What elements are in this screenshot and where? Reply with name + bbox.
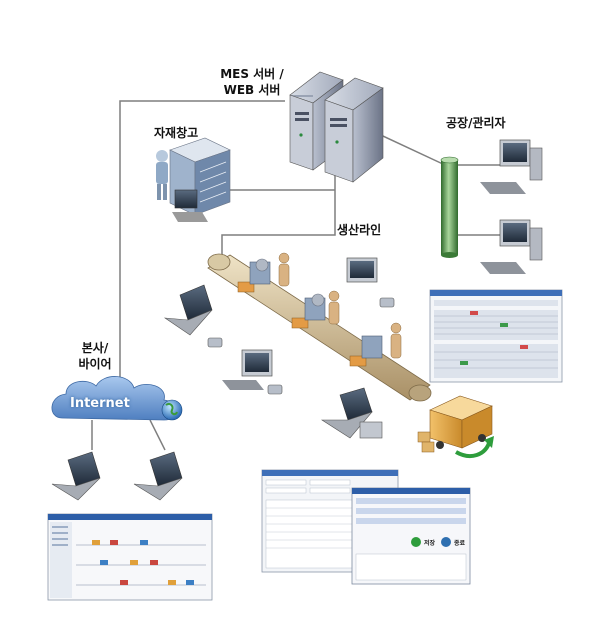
server-tower-icon <box>324 77 384 183</box>
worker-figure-icon <box>278 252 402 359</box>
desktop-pc-icon <box>346 257 378 283</box>
pipe-backbone <box>440 156 459 258</box>
laptop-icon <box>320 387 383 439</box>
desktop-pc-icon <box>172 189 208 222</box>
laptop-icon <box>133 451 183 501</box>
gear-icon <box>255 258 325 307</box>
production-line-label: 생산라인 <box>337 223 382 237</box>
conveyor-belt <box>207 253 432 402</box>
laptop-icon <box>51 451 101 501</box>
link-server-production <box>221 170 336 262</box>
link-internet-laptop-right <box>149 419 166 451</box>
material-warehouse-label: 자재창고 <box>154 126 199 140</box>
svg-text:종료: 종료 <box>454 539 466 547</box>
delivery-truck-icon <box>417 395 494 458</box>
worker-figure-icon <box>156 150 168 200</box>
svg-text:저장: 저장 <box>424 539 436 547</box>
link-warehouse <box>221 189 335 205</box>
internet-label: Internet <box>70 396 130 411</box>
barcode-scanner-icon <box>207 297 395 395</box>
globe-icon <box>161 399 183 421</box>
hq-buyer-label-line2: 바이어 <box>78 357 112 371</box>
desktop-pc-icon <box>222 349 273 390</box>
factory-monitor-screenshot <box>429 289 563 383</box>
mes-server-label-line1: MES 서버 / <box>220 67 284 81</box>
save-button[interactable]: 저장 <box>411 537 436 547</box>
desktop-pc-icon <box>480 219 543 274</box>
laptop-icon <box>163 284 213 336</box>
desktop-pc-icon <box>480 139 543 194</box>
close-button[interactable]: 종료 <box>441 537 466 547</box>
hq-buyer-label-line1: 본사/ <box>81 341 109 355</box>
mes-server-label-line2: WEB 서버 <box>223 83 281 97</box>
factory-manager-label: 공장/관리자 <box>446 116 506 130</box>
link-server-hq <box>119 100 285 390</box>
production-popup-screenshot <box>351 487 471 585</box>
hq-web-screenshot <box>47 513 213 601</box>
